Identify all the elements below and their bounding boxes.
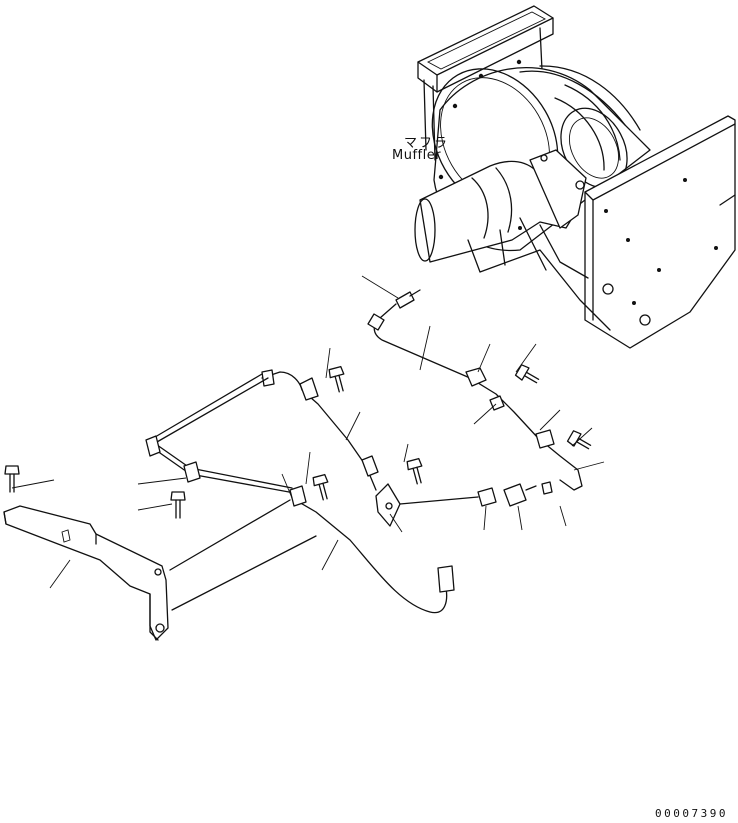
drawing-number: 00007390	[655, 807, 728, 820]
exhaust-elbow-pipe	[414, 149, 587, 263]
bolt	[328, 365, 345, 393]
bracket-plate	[3, 505, 169, 641]
harness-main	[261, 371, 377, 491]
sensor-parts	[477, 481, 553, 507]
upper-tube	[373, 303, 583, 491]
bolt	[566, 430, 592, 450]
sensor-junction	[375, 483, 401, 527]
sensor-line	[399, 496, 479, 505]
muffler-side-plate	[584, 115, 736, 349]
tube-clamp	[535, 429, 555, 449]
muffler-assembly	[414, 5, 736, 349]
muffler-sensor-fitting	[395, 289, 421, 309]
bolt	[514, 364, 540, 384]
muffler-label-english: Muffler	[392, 148, 442, 163]
tube-clamp	[465, 367, 487, 387]
bolt	[312, 473, 329, 501]
bolt	[4, 465, 20, 493]
harness-to-connector	[291, 497, 448, 614]
connector	[437, 565, 455, 593]
bolt	[170, 491, 186, 519]
muffler-underside	[467, 217, 611, 331]
bolt	[406, 457, 423, 485]
support-frame	[145, 373, 317, 611]
muffler-top-bracket	[417, 5, 554, 161]
leader-lines	[11, 275, 605, 589]
bolts	[4, 364, 592, 519]
muffler-label-japanese: マフラ	[404, 136, 450, 151]
sensor-tubing	[261, 289, 583, 614]
